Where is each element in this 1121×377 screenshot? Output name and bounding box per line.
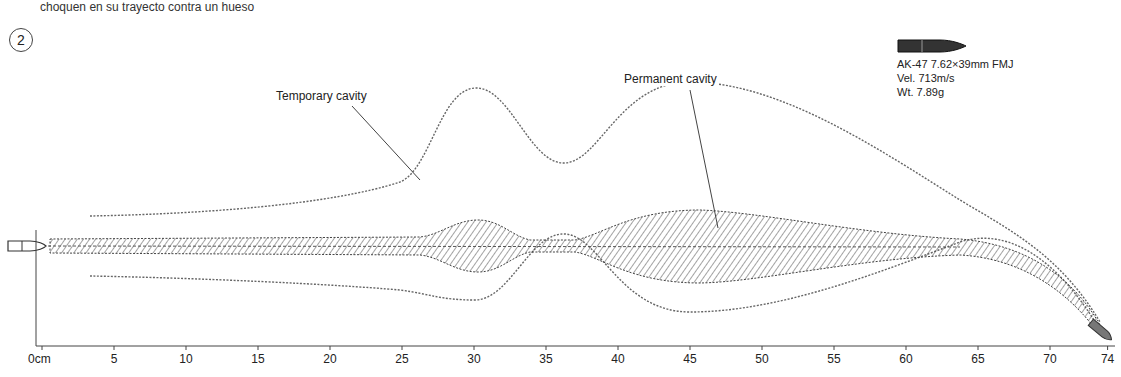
axis-tick [330,346,331,350]
axis-tick [834,346,835,350]
axis-tick-label: 45 [683,353,696,366]
temporary-cavity-top [90,82,1100,322]
bullet-icon [898,40,966,52]
permanent-cavity [50,210,1100,330]
axis-ticks [42,346,1108,350]
bullet-exit [1088,319,1114,342]
axis-tick [978,346,979,350]
wound-axis [48,246,960,247]
callout-number: 2 [17,32,25,48]
axis-tick [762,346,763,350]
axis-tick-label: 30 [467,353,480,366]
axis-tick [42,346,43,350]
axis-tick [114,346,115,350]
axis-tick-label: 60 [899,353,912,366]
axis-tick-label: 15 [251,353,264,366]
callout-circle: 2 [9,28,33,52]
bullet-entry [8,241,46,251]
axis-tick [1107,346,1108,350]
axis-tick-label: 10 [179,353,192,366]
axis-tick [906,346,907,350]
axis-tick-label: 50 [755,353,768,366]
bullet-spec: Vel. 713m/s [897,72,954,84]
axis-tick [474,346,475,350]
axis-tick [690,346,691,350]
axis-tick-label: 40 [611,353,624,366]
axis-tick [402,346,403,350]
cavity-label: Temporary cavity [274,90,369,103]
axis-tick [186,346,187,350]
bullet-spec: Wt. 7.89g [897,86,944,98]
axis-tick-label: 70 [1043,353,1056,366]
axis-tick-label: 25 [395,353,408,366]
depth-axis-left [36,230,37,346]
leader-line [690,90,718,228]
leader-line [352,106,420,180]
axis-tick-label: 5 [111,353,118,366]
cavity-label: Permanent cavity [622,73,719,86]
axis-tick-label: 74 [1101,353,1114,366]
axis-tick-label: 0cm [28,353,51,366]
axis-tick-label: 20 [323,353,336,366]
depth-axis [36,346,1115,347]
axis-tick [1050,346,1051,350]
axis-tick [546,346,547,350]
axis-tick-label: 65 [971,353,984,366]
axis-tick [618,346,619,350]
axis-tick-label: 55 [827,353,840,366]
page-text: choquen en su trayecto contra un hueso [40,1,254,14]
bullet-spec: AK-47 7.62×39mm FMJ [897,58,1013,70]
axis-tick-label: 35 [539,353,552,366]
axis-tick [258,346,259,350]
